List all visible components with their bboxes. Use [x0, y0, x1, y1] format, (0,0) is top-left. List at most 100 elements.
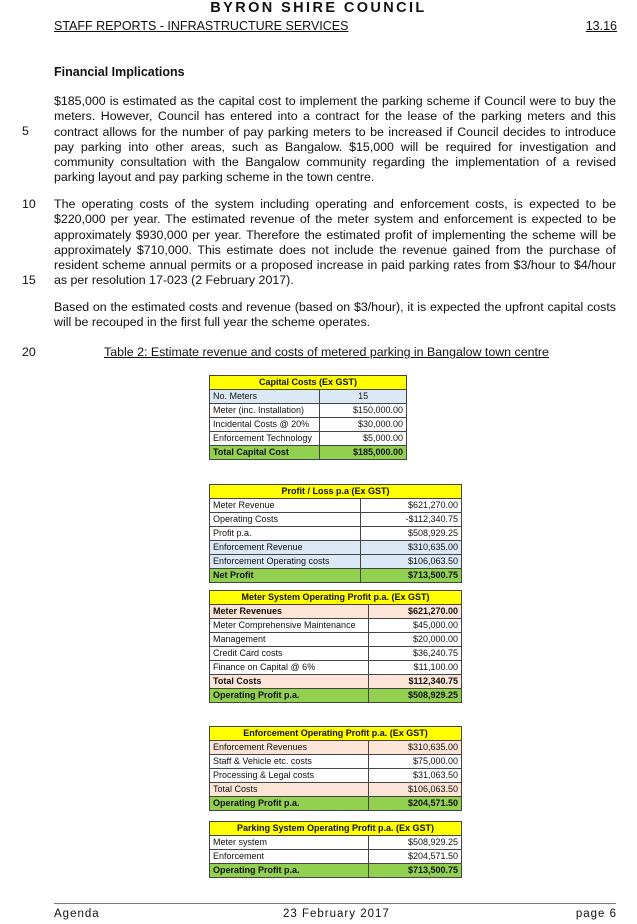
- table-row: Incidental Costs @ 20% $30,000.00: [208, 417, 407, 432]
- table-title: Meter System Operating Profit p.a. (Ex G…: [209, 590, 462, 605]
- row-label: Enforcement Revenues: [209, 740, 369, 755]
- row-value: $20,000.00: [367, 632, 463, 647]
- row-label: Operating Profit p.a.: [209, 796, 369, 811]
- capital-costs-table: Capital Costs (Ex GST) No. Meters 15 Met…: [208, 375, 407, 460]
- line-number: 20: [22, 345, 36, 359]
- table-row: No. Meters 15: [208, 389, 407, 404]
- row-label: Credit Card costs: [209, 646, 369, 661]
- table-row: Meter Revenue $621,270.00: [208, 498, 462, 513]
- table-row: Enforcement Revenue $310,635.00: [208, 540, 462, 555]
- table-header-row: Enforcement Operating Profit p.a. (Ex GS…: [209, 726, 462, 741]
- footer-divider: [54, 903, 616, 904]
- table-row: Enforcement $204,571.50: [209, 849, 463, 864]
- row-label: Operating Profit p.a.: [209, 688, 369, 703]
- row-label: Enforcement Operating costs: [208, 554, 362, 569]
- table-title: Parking System Operating Profit p.a. (Ex…: [209, 821, 462, 836]
- paragraph-recoup: Based on the estimated costs and revenue…: [54, 300, 616, 330]
- row-value: $508,929.25: [360, 526, 462, 541]
- table-total-row: Operating Profit p.a. $508,929.25: [209, 688, 463, 703]
- row-value: $45,000.00: [367, 618, 463, 633]
- row-value: $11,100.00: [367, 660, 463, 675]
- row-label: Enforcement Technology: [208, 431, 321, 446]
- item-number: 13.16: [585, 19, 617, 33]
- table-row: Total Costs $112,340.75: [209, 674, 463, 689]
- table-title: Profit / Loss p.a (Ex GST): [209, 484, 462, 499]
- row-label: Total Capital Cost: [208, 445, 321, 460]
- table-title: Enforcement Operating Profit p.a. (Ex GS…: [209, 726, 462, 741]
- line-number: 10: [22, 197, 36, 211]
- row-label: Meter system: [209, 835, 369, 850]
- row-value: $204,571.50: [367, 796, 463, 811]
- parking-system-table: Parking System Operating Profit p.a. (Ex…: [209, 821, 463, 878]
- table-header-row: Meter System Operating Profit p.a. (Ex G…: [209, 590, 462, 605]
- row-value: $508,929.25: [367, 835, 463, 850]
- row-label: Management: [209, 632, 369, 647]
- row-label: Net Profit: [208, 568, 362, 583]
- row-value: $508,929.25: [367, 688, 463, 703]
- footer-date: 23 February 2017: [283, 908, 390, 920]
- table-header-row: Profit / Loss p.a (Ex GST): [209, 484, 462, 499]
- row-value: $5,000.00: [319, 431, 407, 446]
- row-value: $112,340.75: [367, 674, 463, 689]
- row-label: Enforcement: [209, 849, 369, 864]
- table-row: Profit p.a. $508,929.25: [208, 526, 462, 541]
- row-label: Meter Revenues: [209, 604, 369, 619]
- table-row: Meter Comprehensive Maintenance $45,000.…: [209, 618, 463, 633]
- row-label: Operating Costs: [208, 512, 362, 527]
- row-value: -$112,340.75: [360, 512, 462, 527]
- table-title: Capital Costs (Ex GST): [209, 375, 407, 390]
- table-header-row: Parking System Operating Profit p.a. (Ex…: [209, 821, 462, 836]
- row-label: Finance on Capital @ 6%: [209, 660, 369, 675]
- table-row: Meter (inc. Installation) $150,000.00: [208, 403, 407, 418]
- footer-page-number: page 6: [575, 908, 617, 920]
- row-value: $310,635.00: [360, 540, 462, 555]
- row-value: $36,240.75: [367, 646, 463, 661]
- row-value: $150,000.00: [319, 403, 407, 418]
- paragraph-capital-cost: $185,000 is estimated as the capital cos…: [54, 94, 616, 185]
- table-row: Enforcement Operating costs $106,063.50: [208, 554, 462, 569]
- paragraph-operating-costs: The operating costs of the system includ…: [54, 197, 616, 288]
- table-total-row: Operating Profit p.a. $204,571.50: [209, 796, 463, 811]
- row-label: No. Meters: [208, 389, 321, 404]
- enforcement-table: Enforcement Operating Profit p.a. (Ex GS…: [209, 726, 463, 811]
- row-value: $713,500.75: [360, 568, 462, 583]
- row-value: $310,635.00: [367, 740, 463, 755]
- row-label: Total Costs: [209, 782, 369, 797]
- table-caption: Table 2: Estimate revenue and costs of m…: [104, 345, 549, 359]
- row-value: $621,270.00: [367, 604, 463, 619]
- row-value: $106,063.50: [367, 782, 463, 797]
- table-row: Management $20,000.00: [209, 632, 463, 647]
- row-label: Operating Profit p.a.: [209, 863, 369, 878]
- row-value: $31,063.50: [367, 768, 463, 783]
- table-row: Staff & Vehicle etc. costs $75,000.00: [209, 754, 463, 769]
- table-row: Operating Costs -$112,340.75: [208, 512, 462, 527]
- table-row: Credit Card costs $36,240.75: [209, 646, 463, 661]
- row-value: $713,500.75: [367, 863, 463, 878]
- row-value: $621,270.00: [360, 498, 462, 513]
- row-label: Meter Comprehensive Maintenance: [209, 618, 369, 633]
- row-label: Meter Revenue: [208, 498, 362, 513]
- table-total-row: Operating Profit p.a. $713,500.75: [209, 863, 463, 878]
- row-label: Enforcement Revenue: [208, 540, 362, 555]
- table-row: Processing & Legal costs $31,063.50: [209, 768, 463, 783]
- row-value: $30,000.00: [319, 417, 407, 432]
- meter-system-table: Meter System Operating Profit p.a. (Ex G…: [209, 590, 463, 703]
- footer-agenda: Agenda: [54, 908, 100, 920]
- row-label: Incidental Costs @ 20%: [208, 417, 321, 432]
- table-total-row: Net Profit $713,500.75: [208, 568, 462, 583]
- line-number: 15: [22, 273, 36, 287]
- row-label: Processing & Legal costs: [209, 768, 369, 783]
- council-name: BYRON SHIRE COUNCIL: [210, 0, 427, 16]
- row-label: Meter (inc. Installation): [208, 403, 321, 418]
- row-value: $106,063.50: [360, 554, 462, 569]
- line-number: 5: [22, 124, 29, 138]
- row-label: Staff & Vehicle etc. costs: [209, 754, 369, 769]
- table-row: Enforcement Technology $5,000.00: [208, 431, 407, 446]
- table-row: Meter Revenues $621,270.00: [209, 604, 463, 619]
- report-section: STAFF REPORTS - INFRASTRUCTURE SERVICES: [54, 19, 349, 33]
- row-value: $75,000.00: [367, 754, 463, 769]
- row-value: $204,571.50: [367, 849, 463, 864]
- table-row: Finance on Capital @ 6% $11,100.00: [209, 660, 463, 675]
- table-row: Enforcement Revenues $310,635.00: [209, 740, 463, 755]
- table-row: Total Costs $106,063.50: [209, 782, 463, 797]
